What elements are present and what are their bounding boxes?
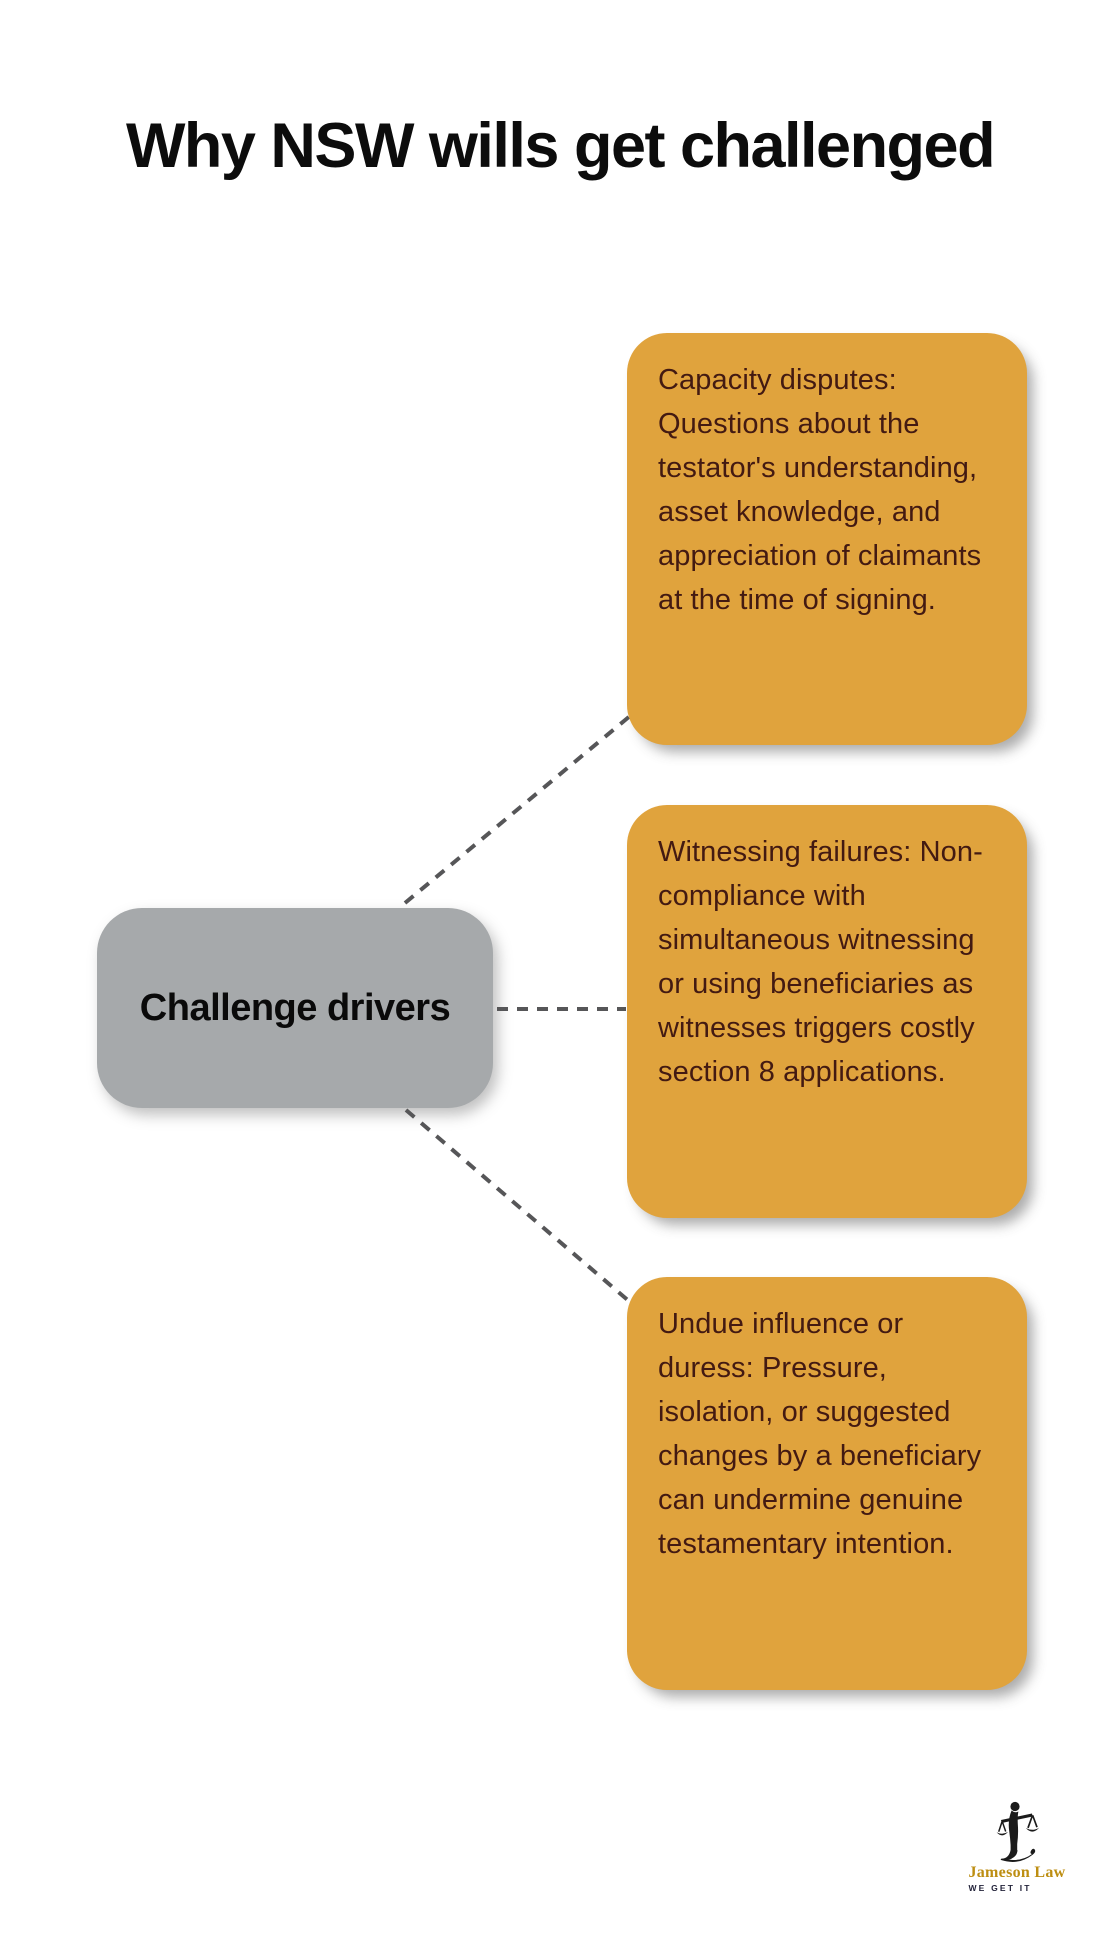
brand-text-block: Jameson Law WE GET IT <box>968 1864 1065 1893</box>
brand-logo: Jameson Law WE GET IT <box>952 1800 1082 1893</box>
page-title: Why NSW wills get challenged <box>125 111 996 181</box>
branch-text-witnessing: Witnessing failures: Non-compliance with… <box>658 836 983 1088</box>
connector-undue-influence <box>404 1108 632 1304</box>
branch-box-undue-influence: Undue influence or duress: Pressure, iso… <box>627 1277 1027 1690</box>
center-node-label: Challenge drivers <box>139 986 451 1029</box>
branch-text-undue-influence: Undue influence or duress: Pressure, iso… <box>658 1308 982 1560</box>
center-node: Challenge drivers <box>97 908 493 1108</box>
brand-name: Jameson Law <box>968 1864 1066 1881</box>
branch-box-witnessing: Witnessing failures: Non-compliance with… <box>627 805 1027 1218</box>
lady-justice-icon <box>996 1801 1040 1862</box>
branch-box-capacity: Capacity disputes: Questions about the t… <box>627 333 1027 745</box>
branch-text-capacity: Capacity disputes: Questions about the t… <box>658 364 982 616</box>
connector-capacity <box>403 714 632 905</box>
brand-tagline: WE GET IT <box>968 1883 1032 1893</box>
